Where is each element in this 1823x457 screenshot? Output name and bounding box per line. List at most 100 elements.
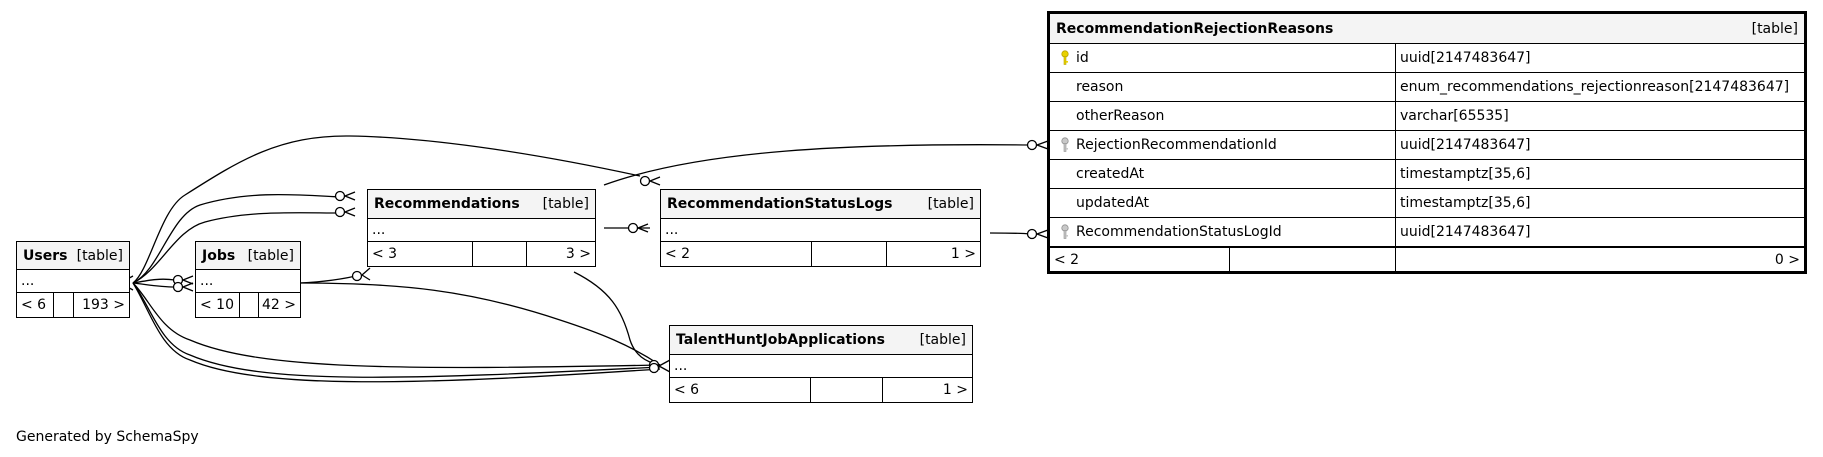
parent-count-link[interactable]: < 2 [1050,248,1230,271]
crows-foot [637,223,649,233]
foreign-key-icon [1054,224,1076,240]
table-users[interactable]: Users [table] ... < 6 193 > [16,241,130,318]
row-count-cell [1230,248,1396,271]
column-name-cell: otherReason [1050,102,1396,130]
crows-foot [658,359,671,373]
table-kind: [table] [542,196,589,212]
parent-count-link[interactable]: < 6 [17,293,54,317]
table-recommendation-rejection-reasons[interactable]: RecommendationRejectionReasons [table] i… [1047,11,1807,274]
optional-marker [1026,228,1038,240]
row-count-cell [54,293,74,317]
child-count-link[interactable]: 1 > [942,382,968,398]
row-count-cell [473,242,527,266]
table-talent-hunt-job-applications[interactable]: TalentHuntJobApplications [table] ... < … [669,325,973,403]
columns-ellipsis: ... [372,222,386,238]
table-body-row: ... [196,270,300,293]
table-name[interactable]: Jobs [202,247,236,264]
column-name-cell: reason [1050,73,1396,101]
column-type: timestamptz[35,6] [1400,166,1531,182]
foreign-key-icon [1054,137,1076,153]
table-jobs[interactable]: Jobs [table] ... < 10 42 > [195,241,301,318]
parent-count-link[interactable]: < 3 [368,242,473,266]
column-row[interactable]: updatedAt timestamptz[35,6] [1050,189,1804,218]
table-kind: [table] [247,247,294,264]
column-row[interactable]: RecommendationStatusLogId uuid[214748364… [1050,218,1804,247]
column-name: RejectionRecommendationId [1076,137,1277,153]
parent-count-link[interactable]: < 2 [661,242,812,266]
table-nav-row: < 3 3 > [368,242,595,266]
table-kind: [table] [1751,20,1798,37]
crows-foot [344,207,356,217]
table-body-row: ... [368,219,595,242]
optional-marker [172,281,184,293]
table-header: RecommendationRejectionReasons [table] [1050,14,1804,44]
relationship-users-talent-3 [132,282,661,383]
table-name[interactable]: RecommendationRejectionReasons [1056,20,1334,37]
column-type: uuid[2147483647] [1400,50,1531,66]
column-row[interactable]: createdAt timestamptz[35,6] [1050,160,1804,189]
column-name-cell: RejectionRecommendationId [1050,131,1396,159]
crows-foot [649,176,661,186]
column-name-cell: updatedAt [1050,189,1396,217]
table-kind: [table] [76,247,123,264]
optional-marker [351,270,363,282]
table-name[interactable]: RecommendationStatusLogs [667,196,893,212]
column-name-cell: RecommendationStatusLogId [1050,218,1396,246]
child-count-link[interactable]: 0 > [1774,251,1800,268]
column-name: updatedAt [1076,195,1150,211]
table-recommendation-status-logs[interactable]: RecommendationStatusLogs [table] ... < 2… [660,189,981,267]
child-count-link[interactable]: 1 > [950,246,976,262]
column-list: id uuid[2147483647] reason enum_recommen… [1050,44,1804,271]
parent-count-link[interactable]: < 6 [670,378,811,402]
column-row[interactable]: id uuid[2147483647] [1050,44,1804,73]
relationship-jobs-recommendations [299,274,361,284]
column-name-cell: createdAt [1050,160,1396,188]
relationship-recommendations-talent [573,271,661,366]
column-type: uuid[2147483647] [1400,137,1531,153]
table-header: Recommendations [table] [368,190,595,219]
table-header: Users [table] [17,242,129,270]
table-recommendations[interactable]: Recommendations [table] ... < 3 3 > [367,189,596,267]
relationship-users-jobs-2 [132,282,176,288]
relationship-recommendations-rejection [603,144,1031,186]
table-body-row: ... [670,355,972,378]
primary-key-icon [1054,50,1076,66]
column-type: enum_recommendations_rejectionreason[214… [1400,79,1790,95]
crows-foot [1036,140,1049,150]
optional-marker [648,362,660,374]
table-header: RecommendationStatusLogs [table] [661,190,980,219]
child-count-link[interactable]: 3 > [565,246,591,262]
table-nav-row: < 6 193 > [17,293,129,317]
child-count-link[interactable]: 193 > [82,297,125,313]
relationship-users-statuslogs [132,135,641,284]
parent-count-link[interactable]: < 10 [196,293,240,317]
table-body-row: ... [661,219,980,242]
table-name[interactable]: TalentHuntJobApplications [676,332,885,348]
crows-foot [361,267,371,281]
table-header: TalentHuntJobApplications [table] [670,326,972,355]
optional-marker [334,190,346,202]
table-name[interactable]: Recommendations [374,196,520,212]
table-nav-row: < 6 1 > [670,378,972,402]
crows-foot [344,191,356,201]
relationship-users-recommendations-1 [132,193,341,284]
relationship-users-talent-1 [132,282,661,369]
row-count-cell [811,378,883,402]
table-name[interactable]: Users [23,247,68,264]
columns-ellipsis: ... [674,358,688,374]
column-row[interactable]: otherReason varchar[65535] [1050,102,1804,131]
table-body-row: ... [17,270,129,293]
column-type: varchar[65535] [1400,108,1509,124]
table-nav-row: < 2 0 > [1050,247,1804,271]
column-row[interactable]: reason enum_recommendations_rejectionrea… [1050,73,1804,102]
child-count-link[interactable]: 42 > [262,297,296,313]
optional-marker [627,222,639,234]
relationship-users-recommendations-2 [132,212,341,284]
column-row[interactable]: RejectionRecommendationId uuid[214748364… [1050,131,1804,160]
relationship-users-jobs-1 [132,278,176,284]
row-count-cell [240,293,259,317]
column-name: reason [1076,79,1124,95]
optional-marker [1026,139,1038,151]
column-name-cell: id [1050,44,1396,72]
relationship-jobs-talent [299,282,661,366]
